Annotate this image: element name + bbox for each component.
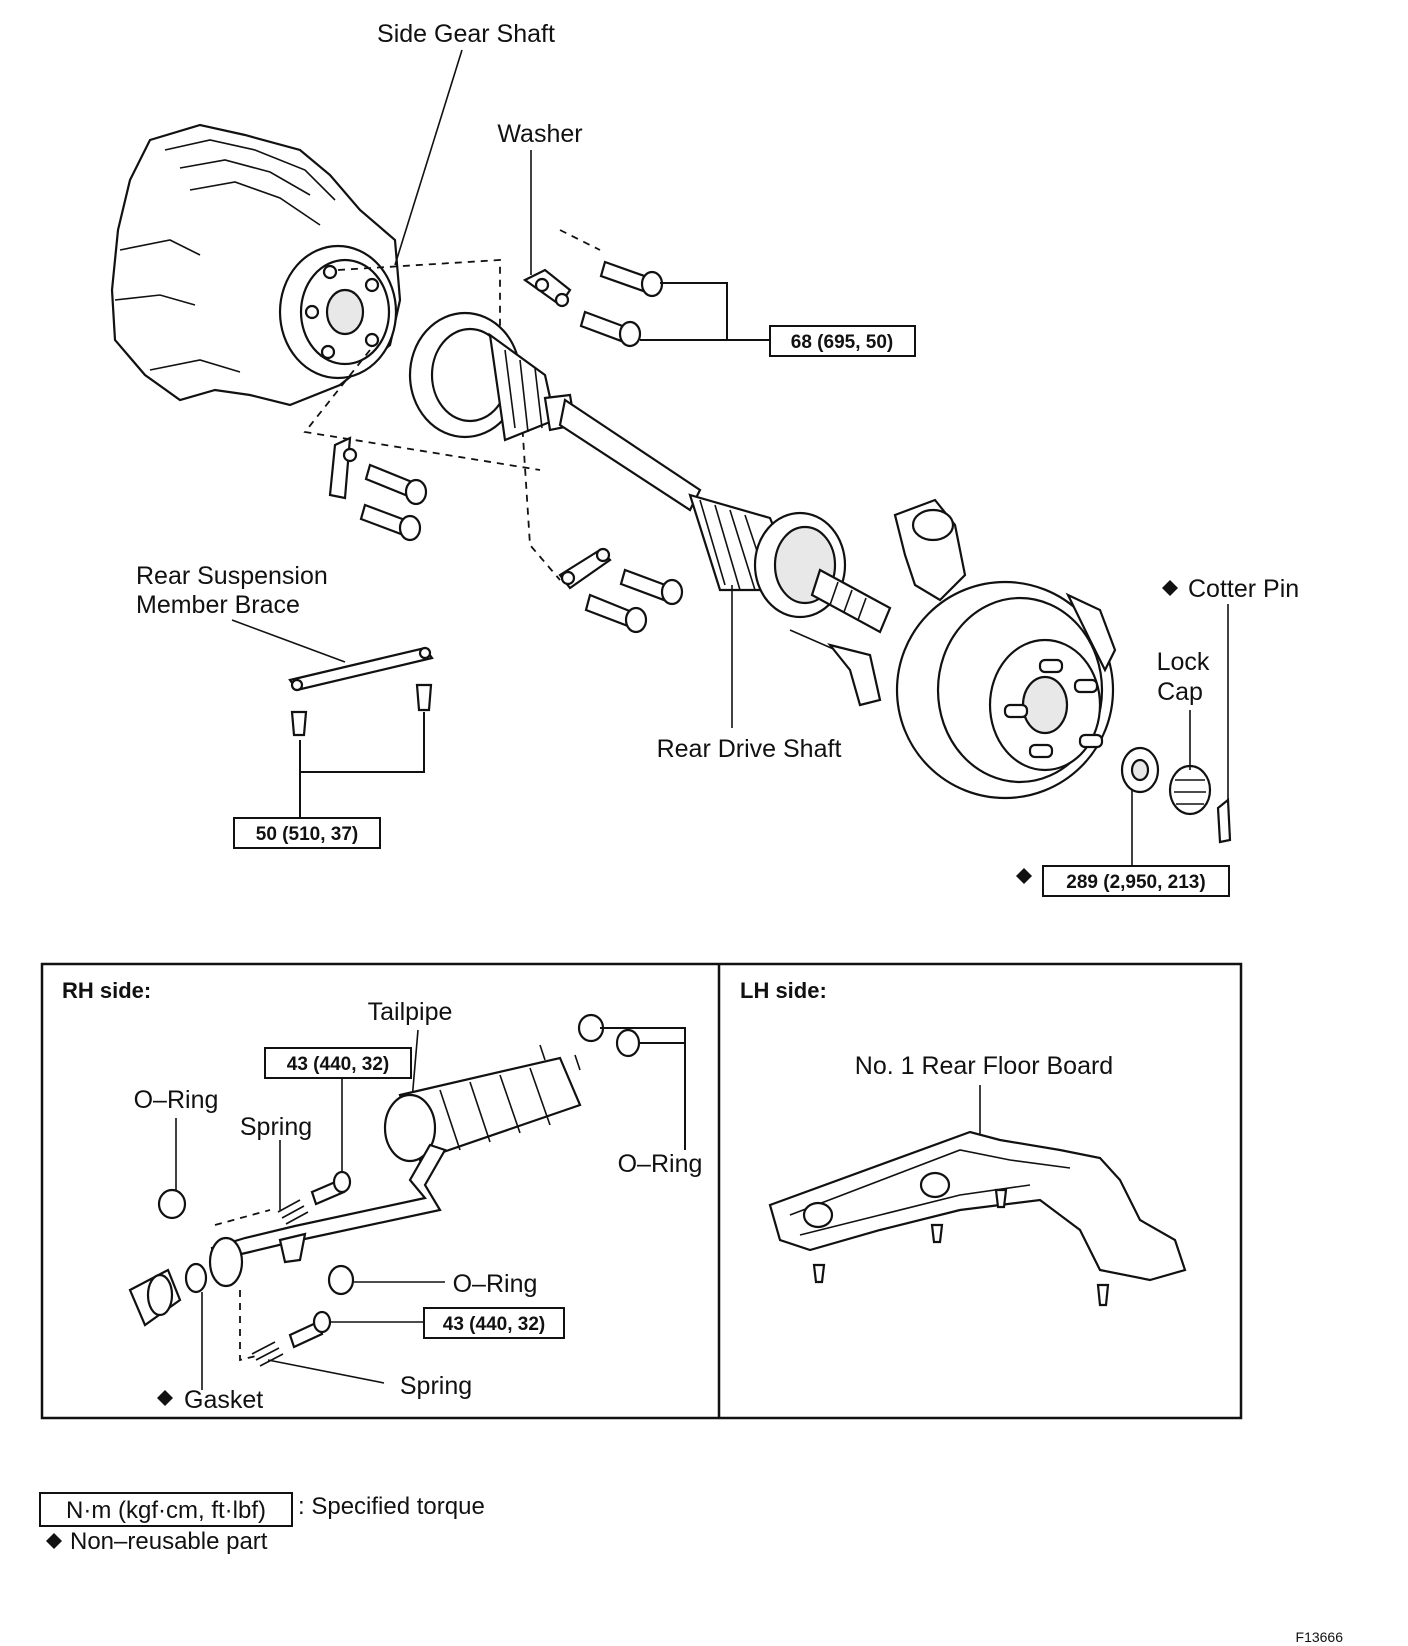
torque-box-drive-shaft <box>769 325 916 357</box>
torque-upper: 43 (440, 32) <box>287 1054 389 1075</box>
torque-box-axle-nut <box>1042 865 1230 897</box>
figure-id: F13666 <box>1296 1629 1344 1645</box>
label-cap: Cap <box>1157 678 1203 706</box>
label-o-ring-left: O–Ring <box>134 1086 219 1114</box>
legend-torque-desc: : Specified torque <box>298 1493 485 1520</box>
torque-drive-shaft: 68 (695, 50) <box>791 332 893 353</box>
label-rear-suspension-2: Member Brace <box>136 591 300 619</box>
floor-board-drawing <box>768 1130 1187 1307</box>
torque-brace: 50 (510, 37) <box>256 824 358 845</box>
label-floor-board: No. 1 Rear Floor Board <box>855 1052 1113 1080</box>
differential-housing-drawing <box>110 123 402 407</box>
label-washer: Washer <box>497 120 582 148</box>
label-cotter-pin: Cotter Pin <box>1188 575 1299 603</box>
diamond-icon <box>1162 580 1178 596</box>
label-rear-suspension-1: Rear Suspension <box>136 562 328 590</box>
torque-box-upper <box>264 1047 412 1079</box>
torque-box-brace <box>233 817 381 849</box>
diamond-icon <box>157 1390 173 1406</box>
inner-cv-joint-drawing <box>408 311 577 442</box>
diamond-icon <box>1016 868 1032 884</box>
torque-lower: 43 (440, 32) <box>443 1314 545 1335</box>
legend-torque-box <box>39 1492 293 1527</box>
label-o-ring-right: O–Ring <box>618 1150 703 1178</box>
rh-side-title: RH side: <box>62 978 151 1003</box>
label-spring-upper: Spring <box>240 1113 312 1141</box>
label-rear-drive-shaft: Rear Drive Shaft <box>657 735 842 763</box>
axle-nut-drawing <box>1120 746 1232 844</box>
label-tailpipe: Tailpipe <box>368 998 453 1026</box>
label-spring-lower: Spring <box>400 1372 472 1400</box>
detail-panel-frame <box>40 962 1243 1420</box>
diamond-icon <box>46 1533 62 1549</box>
label-gasket: Gasket <box>184 1386 263 1414</box>
torque-box-lower <box>423 1307 565 1339</box>
torque-axle-nut: 289 (2,950, 213) <box>1066 872 1205 893</box>
lh-side-title: LH side: <box>740 978 827 1003</box>
legend-torque-unit: N·m (kgf·cm, ft·lbf) <box>66 1497 266 1524</box>
hub-knuckle-drawing <box>789 498 1117 800</box>
drive-shaft-bolts-drawing <box>359 260 684 634</box>
label-side-gear-shaft: Side Gear Shaft <box>377 20 555 48</box>
tailpipe-drawing <box>128 1013 641 1367</box>
outer-cv-boot-drawing <box>688 493 892 634</box>
washers-drawing <box>328 268 612 590</box>
legend-nonreusable: Non–reusable part <box>70 1528 268 1555</box>
label-lock: Lock <box>1157 648 1210 676</box>
suspension-brace-drawing <box>288 646 434 737</box>
label-o-ring-bottom: O–Ring <box>453 1270 538 1298</box>
